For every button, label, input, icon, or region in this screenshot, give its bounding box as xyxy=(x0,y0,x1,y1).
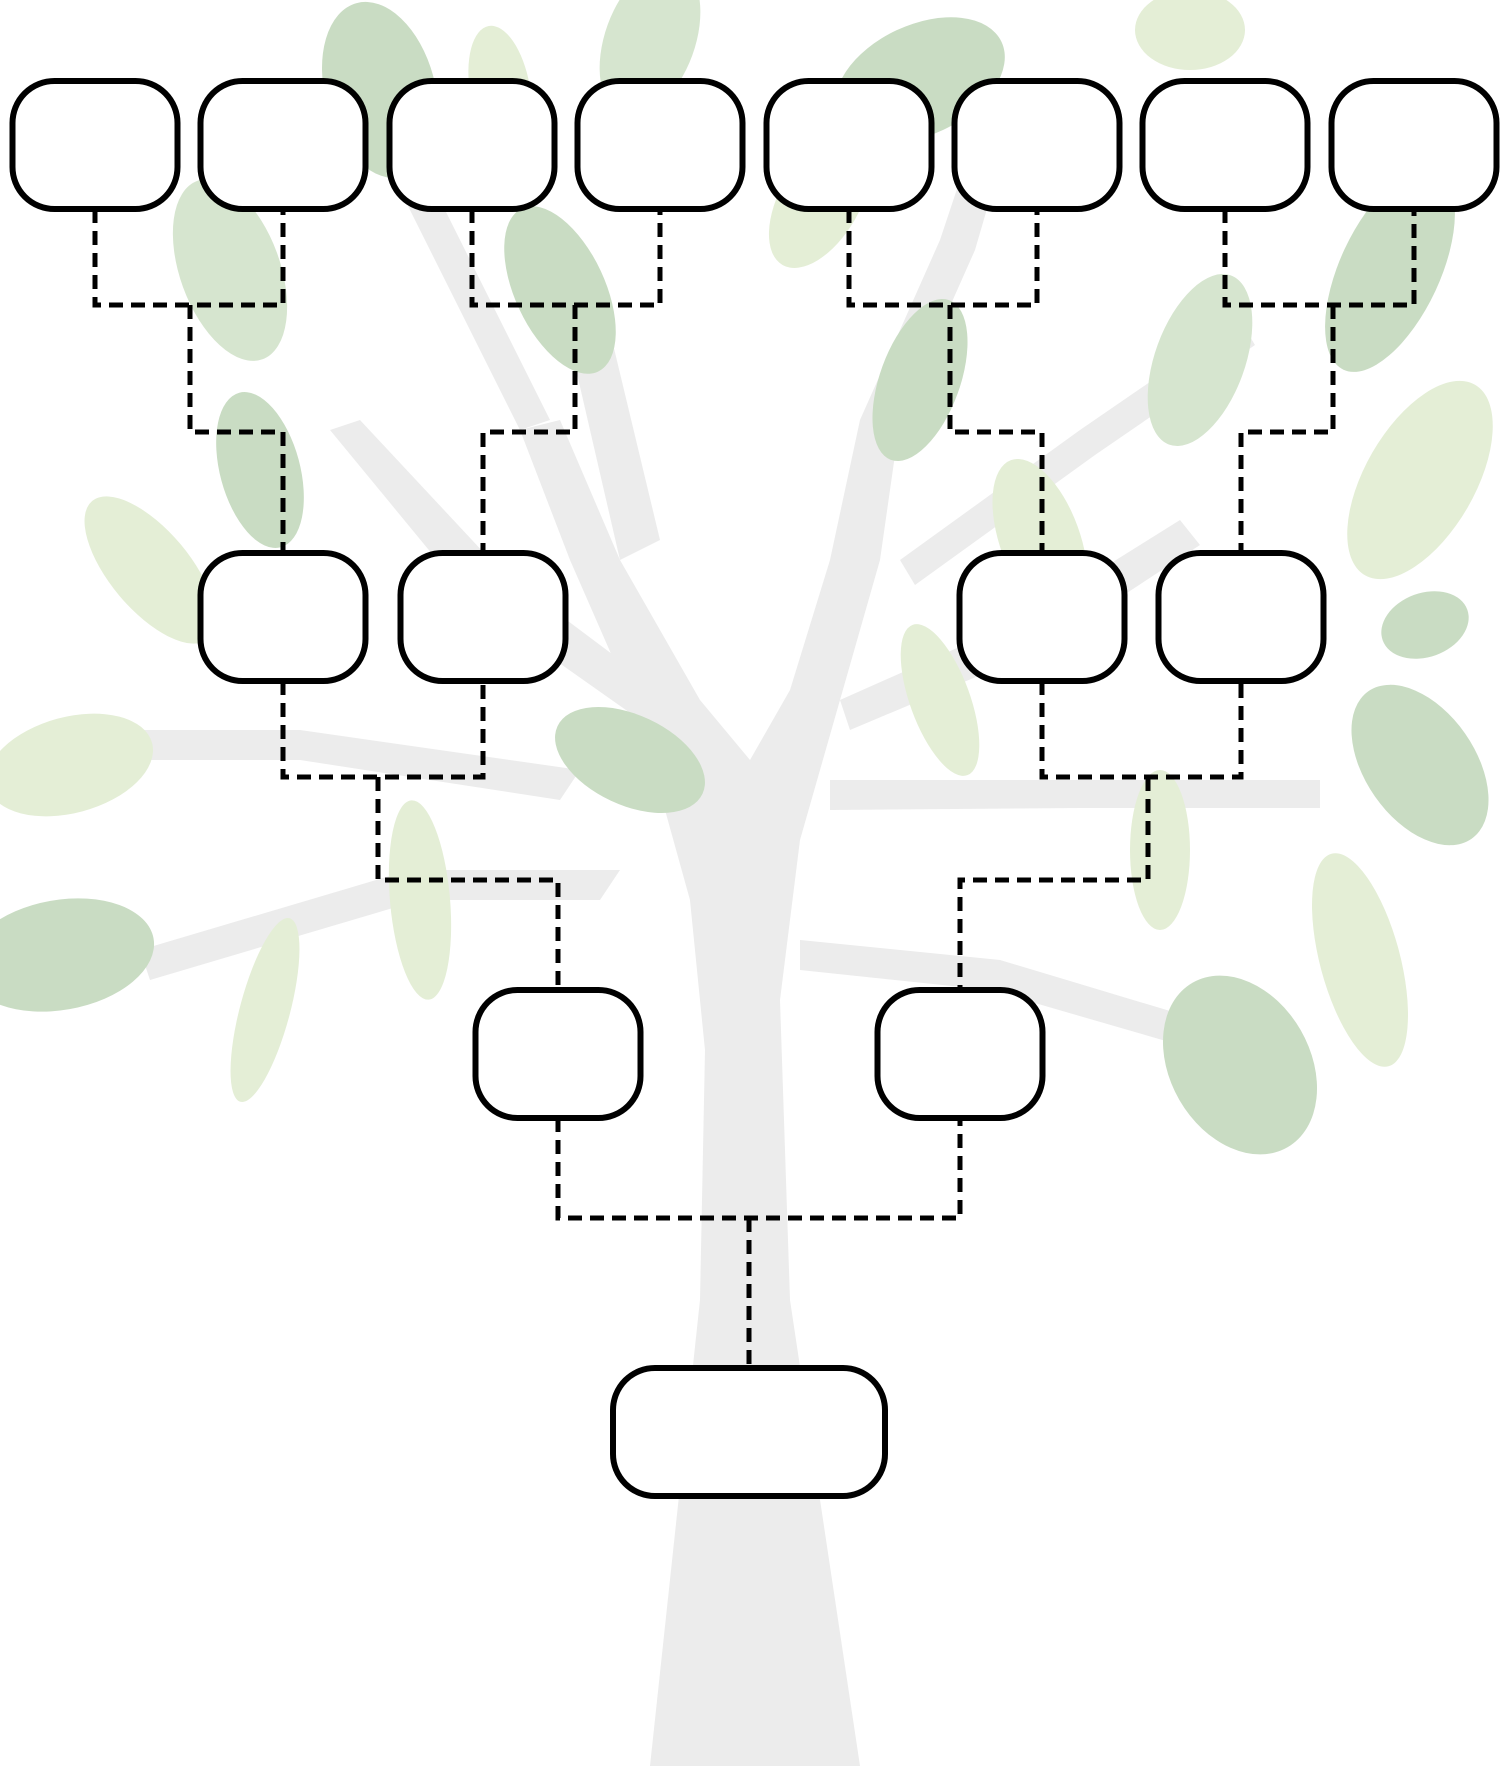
leaf xyxy=(900,624,980,776)
leaf xyxy=(1381,591,1469,659)
person-box-outline xyxy=(610,1365,888,1499)
person-box-outline xyxy=(1328,78,1500,212)
leaf xyxy=(1162,975,1318,1155)
person-box-outline xyxy=(197,550,369,684)
person-box-gen4-4[interactable] xyxy=(574,78,746,212)
connector-line xyxy=(1222,209,1417,308)
tree-branch xyxy=(130,730,580,800)
person-box-gen3-4[interactable] xyxy=(1155,550,1327,684)
person-box-outline xyxy=(763,78,935,212)
person-box-outline xyxy=(472,987,644,1121)
leaf xyxy=(230,918,300,1102)
leaf xyxy=(1130,770,1190,930)
tree-branch xyxy=(140,870,620,980)
leaf xyxy=(0,898,155,1012)
person-box-outline xyxy=(951,78,1123,212)
leaf xyxy=(1147,274,1253,446)
person-box-outline xyxy=(1139,78,1311,212)
leaf xyxy=(1325,168,1455,372)
person-box-gen2-2[interactable] xyxy=(874,987,1046,1121)
person-box-gen4-8[interactable] xyxy=(1328,78,1500,212)
person-box-gen3-3[interactable] xyxy=(956,550,1128,684)
person-box-gen4-1[interactable] xyxy=(9,78,181,212)
person-box-gen4-7[interactable] xyxy=(1139,78,1311,212)
connector-line xyxy=(469,209,663,308)
connector-line xyxy=(375,777,561,990)
leaf xyxy=(0,713,154,817)
leaf xyxy=(1312,853,1408,1067)
person-box-outline xyxy=(197,78,369,212)
person-box-gen4-6[interactable] xyxy=(951,78,1123,212)
person-box-gen2-1[interactable] xyxy=(472,987,644,1121)
person-box-outline xyxy=(397,550,569,684)
connector-line xyxy=(1238,305,1336,553)
leaf xyxy=(216,392,304,548)
person-box-gen1-1[interactable] xyxy=(610,1365,888,1499)
person-box-outline xyxy=(956,550,1128,684)
person-box-outline xyxy=(9,78,181,212)
connector-line xyxy=(846,209,1040,308)
person-box-gen4-5[interactable] xyxy=(763,78,935,212)
connector-line xyxy=(280,681,486,780)
person-box-gen3-1[interactable] xyxy=(197,550,369,684)
person-box-outline xyxy=(874,987,1046,1121)
leaf xyxy=(388,800,452,1000)
tree-branch xyxy=(800,940,1200,1048)
tree-branch xyxy=(830,780,1320,810)
person-box-outline xyxy=(386,78,558,212)
leaf xyxy=(555,707,705,813)
person-box-gen4-3[interactable] xyxy=(386,78,558,212)
tree-branch xyxy=(380,140,550,430)
connector-lines xyxy=(92,209,1417,1368)
leaf xyxy=(1347,380,1493,580)
person-box-gen3-2[interactable] xyxy=(397,550,569,684)
connector-line xyxy=(957,777,1151,990)
person-box-gen4-2[interactable] xyxy=(197,78,369,212)
connector-line xyxy=(1039,681,1244,780)
leaf xyxy=(1351,684,1489,846)
leaf xyxy=(1135,0,1245,70)
leaf xyxy=(84,496,216,644)
leaf xyxy=(172,179,288,361)
person-box-outline xyxy=(1155,550,1327,684)
person-box-outline xyxy=(574,78,746,212)
leaf xyxy=(504,206,616,374)
tree-nodes xyxy=(9,78,1500,1499)
leaf xyxy=(872,298,968,462)
connector-line xyxy=(555,1118,963,1221)
